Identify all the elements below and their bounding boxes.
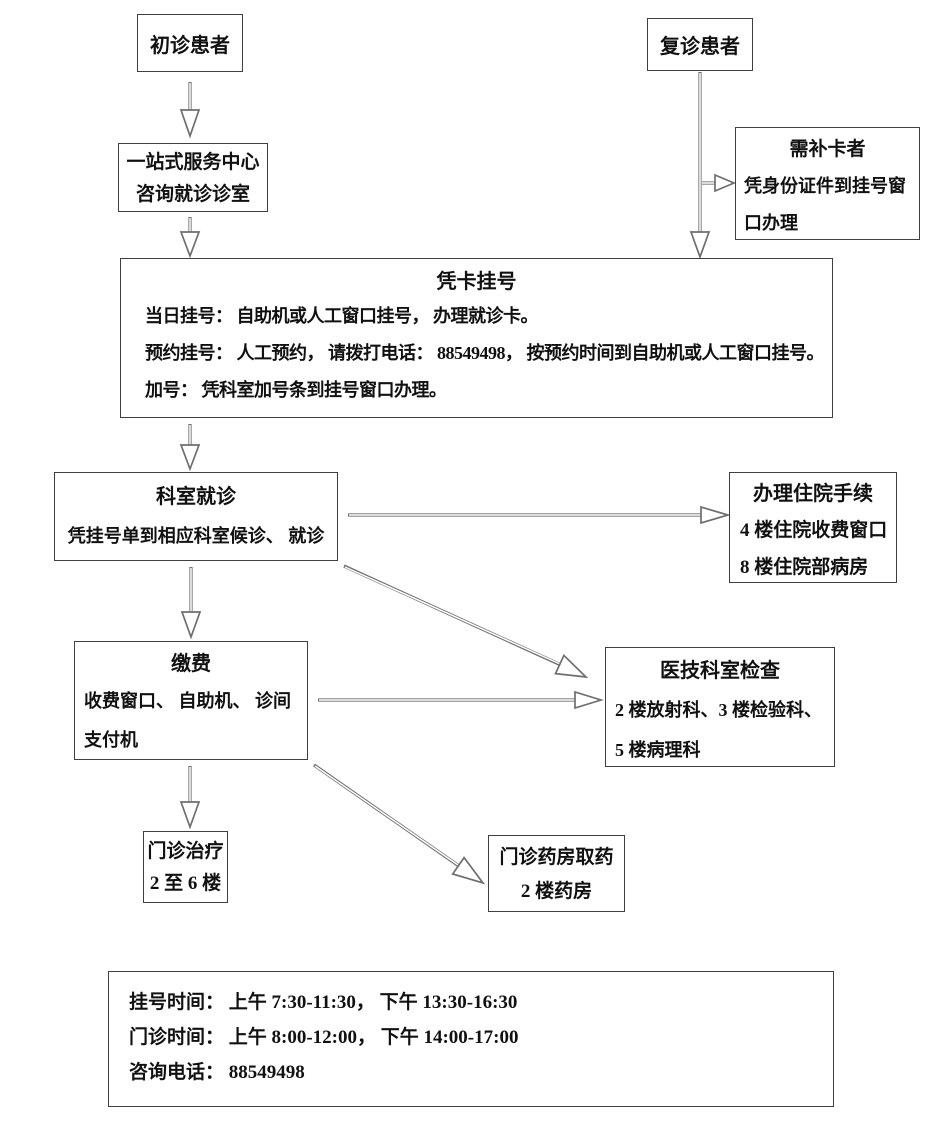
node-card-replacement: 需补卡者 凭身份证件到挂号窗口办理: [735, 127, 920, 240]
node-title: 办理住院手续: [753, 483, 873, 505]
node-title: 初诊患者: [150, 34, 230, 57]
node-line: 一站式服务中心: [126, 152, 260, 173]
node-line: 2 至 6 楼: [149, 873, 222, 894]
node-line: 当日挂号： 自助机或人工窗口挂号， 办理就诊卡。: [145, 306, 539, 326]
node-line: 门诊药房取药: [499, 847, 614, 868]
node-department-visit: 科室就诊 凭挂号单到相应科室候诊、 就诊: [54, 472, 338, 561]
node-info-box: 挂号时间： 上午 7:30-11:30， 下午 13:30-16:30 门诊时间…: [108, 971, 834, 1107]
node-outpatient-treatment: 门诊治疗 2 至 6 楼: [143, 831, 228, 903]
arrow-return-visit-to-card-replacement: [702, 173, 737, 193]
node-body: 凭挂号单到相应科室候诊、 就诊: [67, 526, 325, 546]
arrow-department-visit-to-payment: [180, 567, 202, 640]
node-line: 加号： 凭科室加号条到挂号窗口办理。: [145, 380, 447, 400]
node-medical-exam: 医技科室检查 2 楼放射科、3 楼检验科、 5 楼病理科: [605, 647, 835, 767]
node-line: 预约挂号： 人工预约， 请拨打电话： 88549498， 按预约时间到自助机或人…: [145, 343, 825, 363]
node-line: 2 楼药房: [520, 881, 593, 902]
node-title: 复诊患者: [660, 36, 740, 58]
node-first-visit-patient: 初诊患者: [137, 14, 243, 72]
node-return-visit-patient: 复诊患者: [647, 18, 753, 71]
arrow-return-visit-to-register: [689, 72, 711, 260]
node-service-center: 一站式服务中心 咨询就诊诊室: [118, 143, 268, 212]
arrow-department-visit-to-hospitalization: [348, 505, 731, 525]
node-line: 8 楼住院部病房: [740, 557, 869, 578]
node-line: 门诊治疗: [147, 841, 224, 862]
node-line: 收费窗口、 自助机、 诊间: [84, 691, 291, 711]
node-hospitalization: 办理住院手续 4 楼住院收费窗口 8 楼住院部病房: [729, 472, 897, 583]
arrow-payment-to-outpatient-treatment: [179, 766, 201, 830]
node-title: 缴费: [171, 653, 211, 675]
node-pharmacy: 门诊药房取药 2 楼药房: [488, 835, 625, 912]
node-title: 科室就诊: [156, 486, 236, 508]
node-line: 支付机: [84, 730, 138, 750]
node-title: 医技科室检查: [660, 660, 780, 682]
node-payment: 缴费 收费窗口、 自助机、 诊间 支付机: [74, 641, 308, 760]
info-line-phone: 咨询电话： 88549498: [129, 1062, 305, 1083]
node-title: 凭卡挂号: [436, 271, 517, 293]
arrow-service-center-to-register: [179, 217, 201, 259]
info-line-clinic-hours: 门诊时间： 上午 8:00-12:00， 下午 14:00-17:00: [129, 1027, 519, 1048]
arrow-register-to-department-visit: [179, 424, 201, 472]
info-line-register-hours: 挂号时间： 上午 7:30-11:30， 下午 13:30-16:30: [129, 992, 518, 1013]
node-body: 凭身份证件到挂号窗口办理: [744, 176, 906, 233]
node-line: 5 楼病理科: [615, 740, 701, 760]
node-register-with-card: 凭卡挂号 当日挂号： 自助机或人工窗口挂号， 办理就诊卡。 预约挂号： 人工预约…: [120, 258, 833, 418]
arrow-payment-to-pharmacy: [313, 763, 486, 885]
node-title: 需补卡者: [789, 139, 866, 160]
node-line: 2 楼放射科、3 楼检验科、: [615, 700, 822, 720]
arrow-first-visit-to-service-center: [179, 82, 201, 139]
node-line: 咨询就诊诊室: [135, 184, 250, 205]
node-line: 4 楼住院收费窗口: [740, 520, 888, 541]
arrow-payment-to-medical-exam: [318, 690, 604, 710]
arrow-department-visit-to-medical-exam: [343, 564, 589, 679]
